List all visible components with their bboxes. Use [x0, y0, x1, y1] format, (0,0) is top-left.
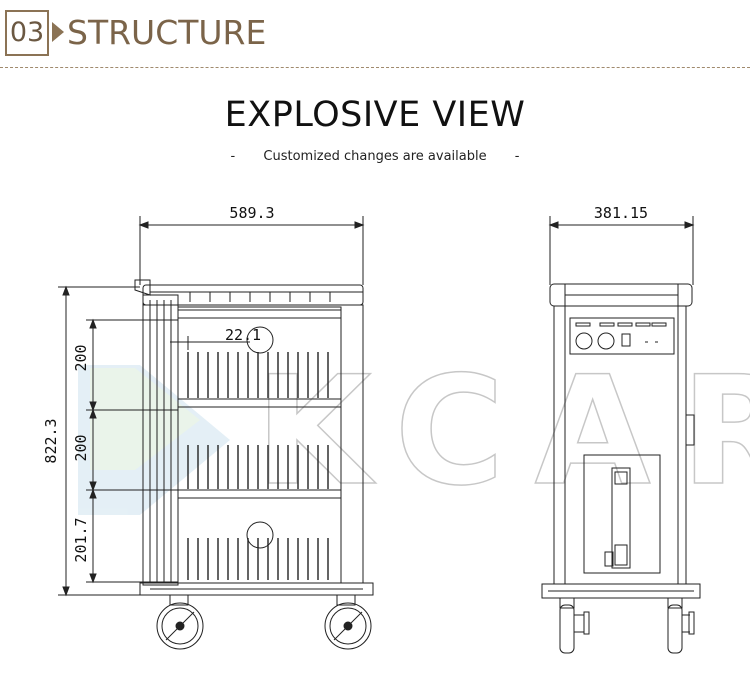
arrow-left-icon: [138, 221, 149, 229]
front-width-label: 589.3: [229, 204, 274, 222]
slot-dividers: [187, 352, 329, 580]
arrow-down-icon: [62, 586, 70, 597]
watermark-shape-green: [90, 368, 200, 470]
total-height-label: 822.3: [42, 418, 60, 463]
subtitle: - Customized changes are available -: [0, 149, 750, 164]
caster-wheel-right: [324, 594, 372, 650]
arrow-right-icon: [354, 221, 365, 229]
arrow-up-icon: [62, 285, 70, 296]
side-handle: [611, 467, 631, 569]
page-title: EXPLOSIVE VIEW: [224, 95, 526, 135]
section-arrow-icon: [52, 22, 64, 42]
shelf-lower: [177, 489, 342, 499]
lid-ribs: [189, 292, 331, 302]
section-header: 03 STRUCTURE: [0, 0, 750, 70]
watermark: KCART: [78, 344, 750, 520]
arrow-left-icon: [548, 221, 559, 229]
side-caster-right: [667, 597, 695, 654]
shelf-middle: [177, 398, 342, 408]
section-title: STRUCTURE: [67, 13, 267, 52]
slot-pitch-label: 22.1: [225, 326, 261, 344]
caster-wheel-left: [156, 594, 204, 650]
side-view: [541, 216, 701, 654]
power-panel: [569, 317, 675, 355]
switch-icon: [621, 333, 631, 347]
side-caster-left: [559, 597, 590, 654]
cable-hole: [246, 521, 274, 549]
side-door: [583, 454, 661, 574]
socket-icon: [597, 332, 615, 350]
subtitle-dash-left: -: [230, 149, 236, 164]
shelf-middle-label: 200: [72, 434, 90, 461]
shelf-top: [177, 309, 342, 319]
socket-icon: [575, 332, 593, 350]
indicator-lights: [575, 322, 667, 327]
watermark-text: KCART: [255, 345, 750, 519]
side-base: [541, 583, 701, 599]
header-divider: [0, 67, 750, 68]
arrow-right-icon: [684, 221, 695, 229]
subtitle-text: Customized changes are available: [263, 149, 487, 164]
front-view: [58, 216, 374, 650]
side-width-label: 381.15: [594, 204, 648, 222]
shelf-lower-label: 201.7: [72, 517, 90, 562]
cable-hole: [246, 326, 274, 354]
section-number: 03: [5, 10, 49, 56]
shelf-upper-label: 200: [72, 344, 90, 371]
subtitle-dash-right: -: [514, 149, 520, 164]
cart-base: [139, 582, 374, 596]
side-latch: [685, 414, 695, 446]
